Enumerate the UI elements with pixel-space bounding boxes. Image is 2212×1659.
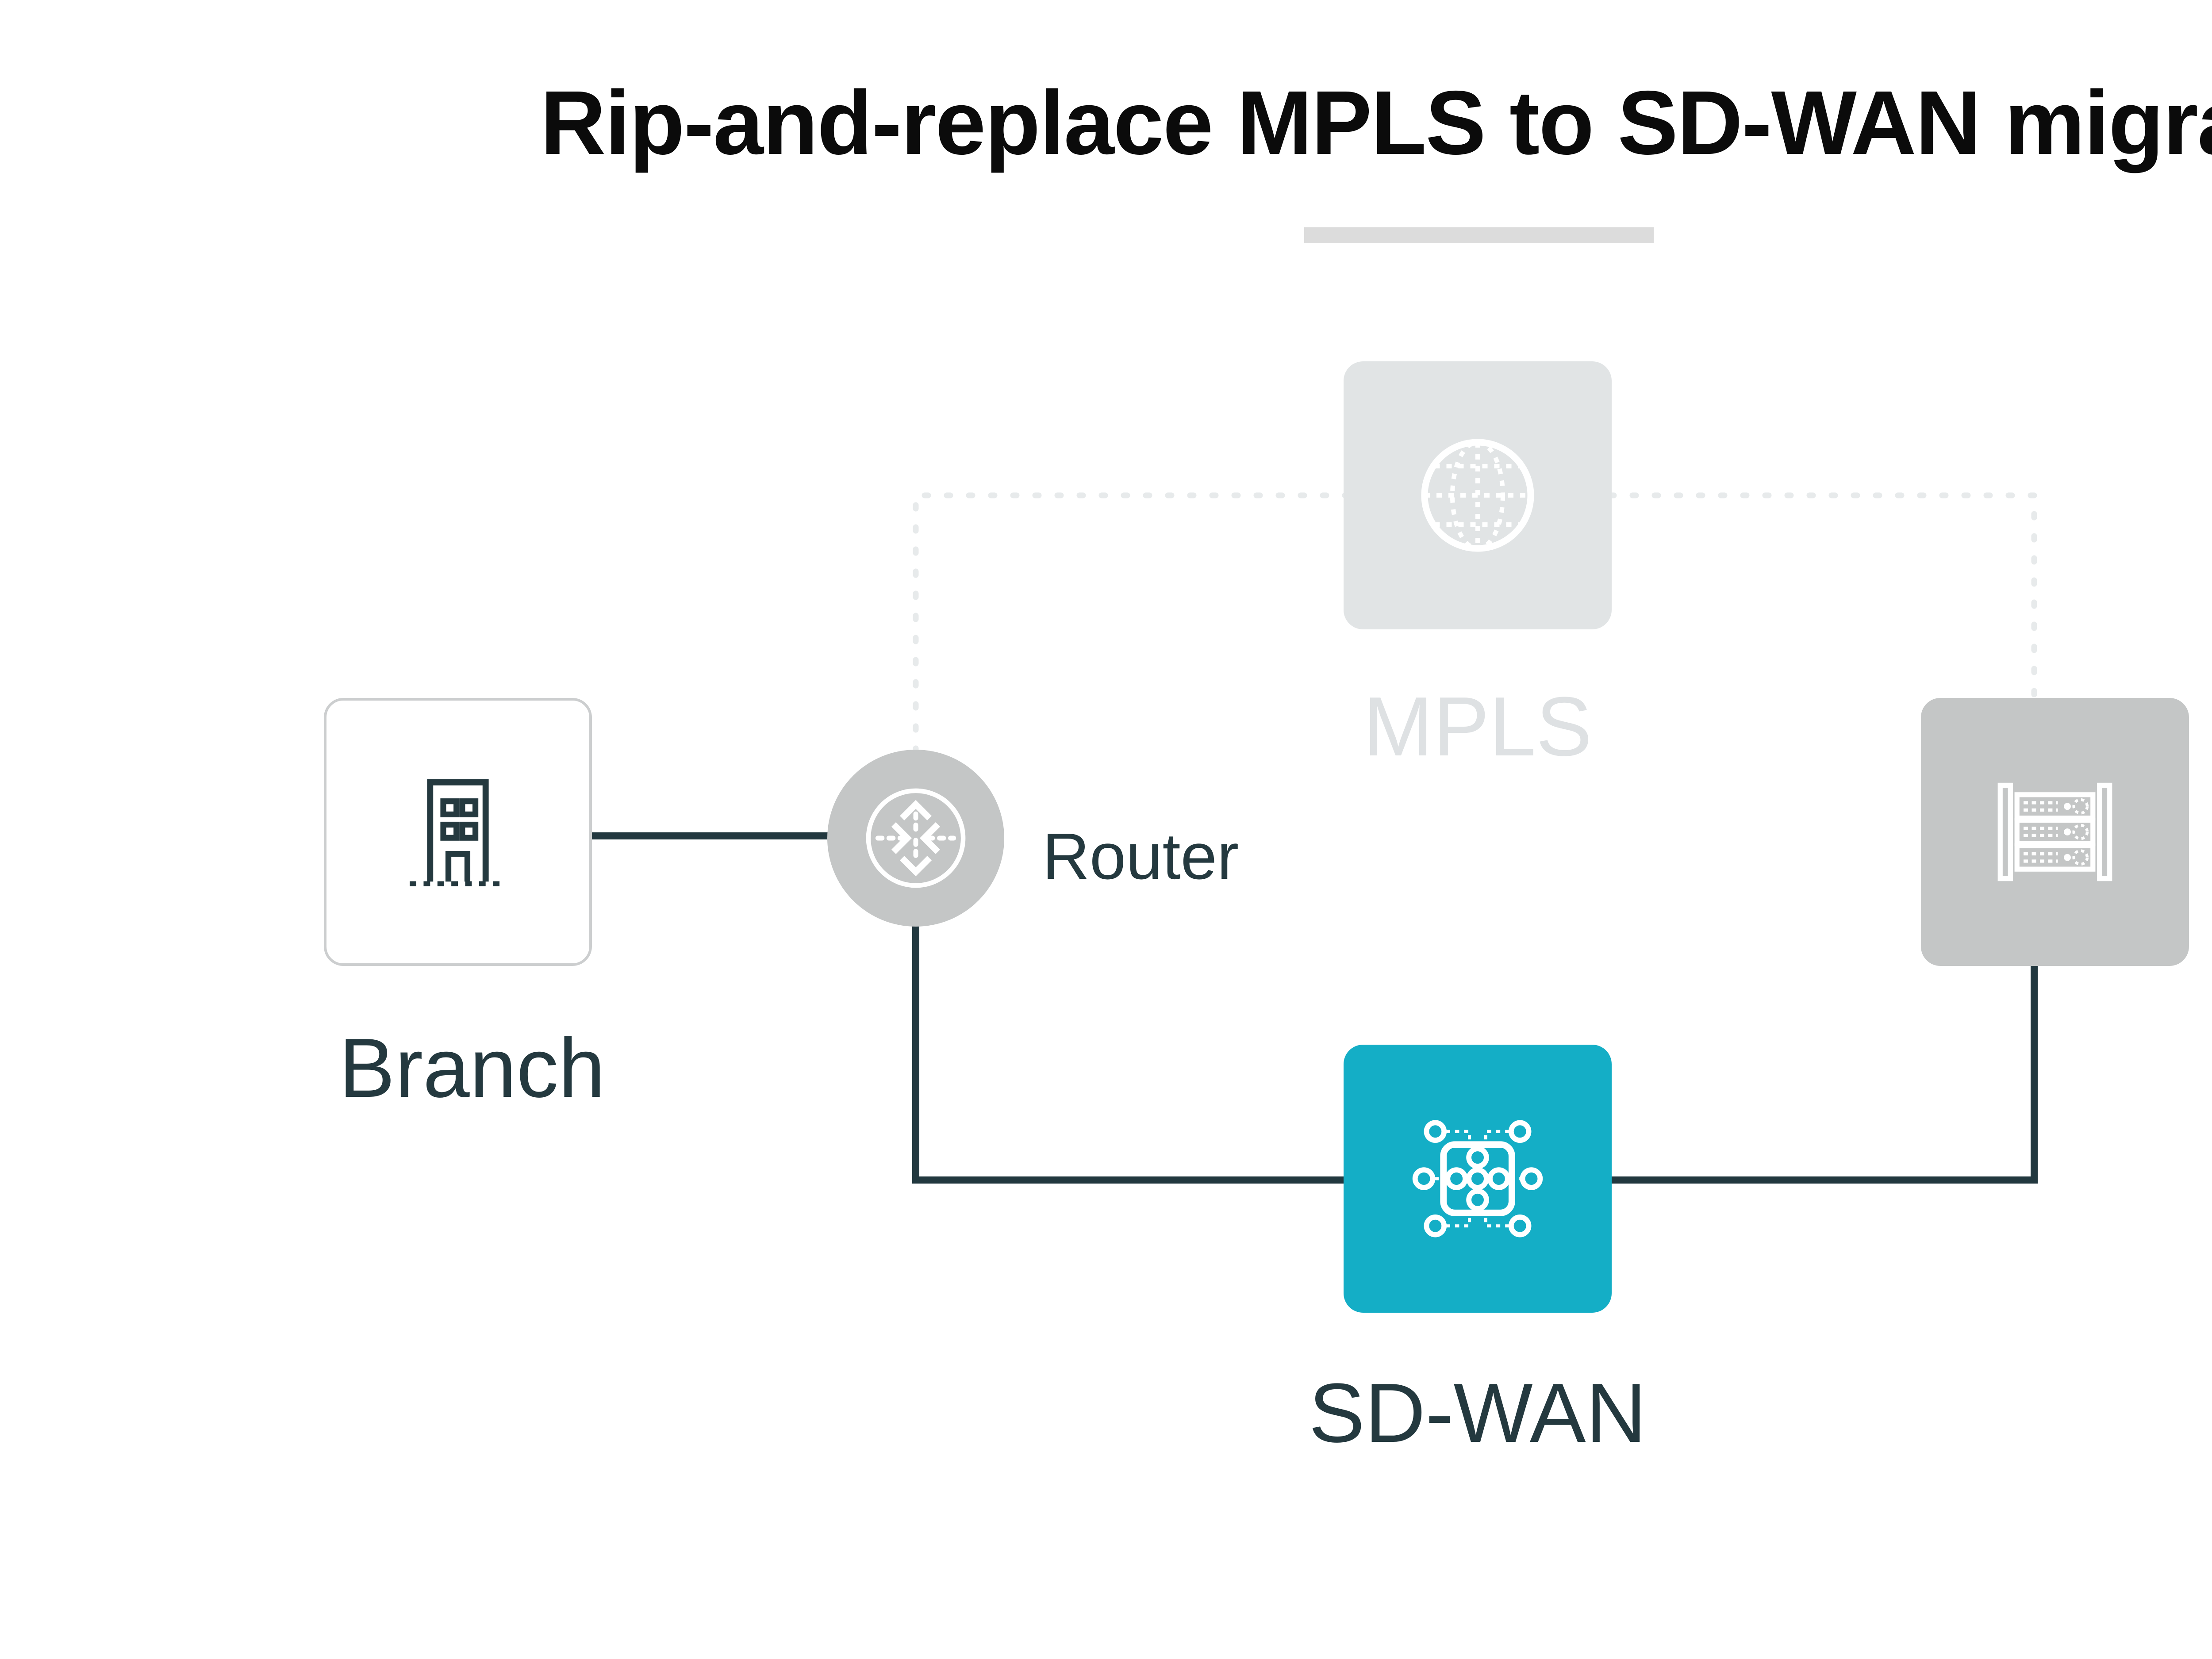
globe-icon [1421, 439, 1534, 552]
router-label: Router [1042, 820, 1239, 893]
branch-label: Branch [339, 1021, 606, 1115]
office-building-icon [410, 779, 506, 886]
sdwan-label: SD-WAN [1309, 1366, 1647, 1460]
sdwan-network-icon [1412, 1120, 1543, 1238]
mpls-label: MPLS [1363, 680, 1592, 774]
page-title: Rip-and-replace MPLS to SD-WAN migration [540, 72, 2212, 173]
branch-node [324, 698, 592, 966]
server-rack-icon [1997, 782, 2112, 881]
datacenter-node [1921, 698, 2189, 966]
mpls-node [1344, 361, 1612, 629]
router-node [827, 750, 1004, 927]
title-underline-rule [1304, 227, 1654, 243]
router-arrows-icon [866, 788, 966, 888]
sdwan-node [1344, 1045, 1612, 1313]
